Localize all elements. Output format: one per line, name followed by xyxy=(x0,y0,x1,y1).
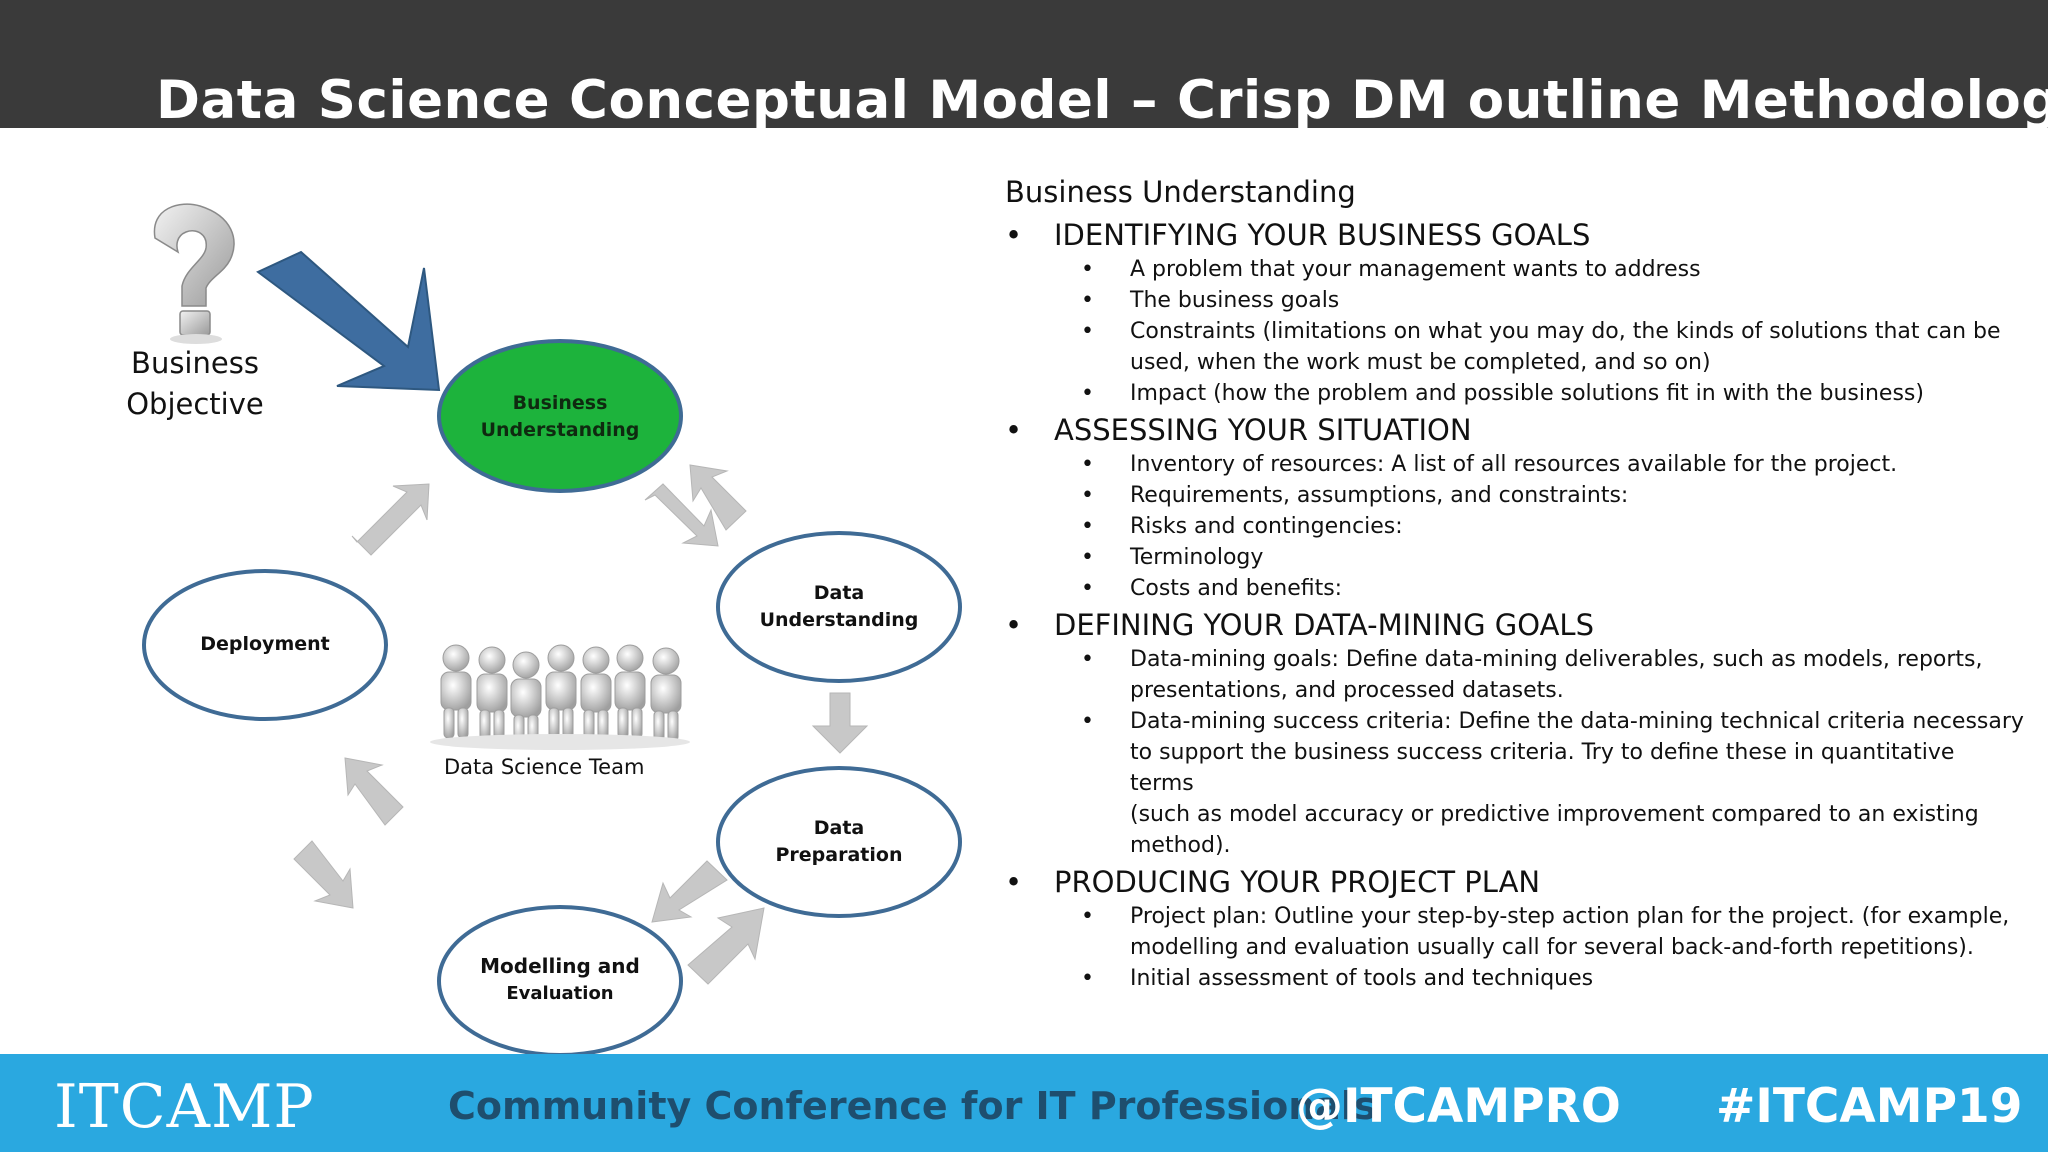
list-item: •Initial assessment of tools and techniq… xyxy=(1005,963,2025,994)
bullet-icon: • xyxy=(1081,904,1094,929)
section-title: ASSESSING YOUR SITUATION xyxy=(1054,413,1472,447)
business-understanding-node xyxy=(437,339,683,493)
modelling-label: Modelling and Evaluation xyxy=(480,954,640,1004)
list-item: •Requirements, assumptions, and constrai… xyxy=(1005,480,2025,511)
list-item: •Costs and benefits: xyxy=(1005,573,2025,604)
content-heading: Business Understanding xyxy=(1005,175,1356,209)
bullet-icon: • xyxy=(1081,576,1094,601)
list-item: •Constraints (limitations on what you ma… xyxy=(1005,316,2025,378)
section-title: IDENTIFYING YOUR BUSINESS GOALS xyxy=(1054,218,1591,252)
data-understanding-node xyxy=(716,531,962,683)
event-hashtag: #ITCAMP19 xyxy=(1716,1079,2023,1134)
arrow-business-down-icon xyxy=(644,483,719,547)
diagram-graphics xyxy=(142,203,962,1057)
section-identifying-goals: • IDENTIFYING YOUR BUSINESS GOALS •A prob… xyxy=(1005,216,2025,409)
arrow-modelling-to-prep-icon xyxy=(687,907,765,985)
list-item: •Impact (how the problem and possible so… xyxy=(1005,378,2025,409)
bullet-icon: • xyxy=(1005,865,1023,899)
big-blue-arrow-icon xyxy=(256,250,441,392)
bullet-icon: • xyxy=(1005,608,1023,642)
data-preparation-node xyxy=(716,766,962,918)
bullet-icon: • xyxy=(1081,483,1094,508)
data-preparation-label: Data Preparation xyxy=(775,817,903,866)
arrow-prep-to-modelling-icon xyxy=(651,860,728,923)
arrow-deploy-to-business-icon xyxy=(351,483,430,556)
business-understanding-label: Business Understanding xyxy=(480,392,640,441)
small-arrows xyxy=(293,464,869,985)
section-title: DEFINING YOUR DATA-MINING GOALS xyxy=(1054,608,1594,642)
section-title: PRODUCING YOUR PROJECT PLAN xyxy=(1054,865,1541,899)
itcamp-logo: ITCAMP xyxy=(54,1072,315,1142)
footer-bar: ITCAMP Community Conference for IT Profe… xyxy=(0,1054,2048,1152)
list-item: •The business goals xyxy=(1005,285,2025,316)
content-panel: Business Understanding • IDENTIFYING YOUR… xyxy=(1005,172,2025,994)
data-understanding-label: Data Understanding xyxy=(759,582,919,631)
bullet-icon: • xyxy=(1005,218,1023,252)
deployment-node xyxy=(142,569,388,721)
arrow-dataund-to-prep-icon xyxy=(811,692,869,754)
question-mark-icon xyxy=(153,203,235,344)
bullet-icon: • xyxy=(1081,647,1094,672)
bullet-icon: • xyxy=(1081,452,1094,477)
bullet-icon: • xyxy=(1081,288,1094,313)
deployment-label: Deployment xyxy=(200,633,330,655)
footer-tagline: Community Conference for IT Professional… xyxy=(448,1084,1377,1128)
bullet-icon: • xyxy=(1081,257,1094,282)
twitter-handle: @ITCAMPRO xyxy=(1296,1079,1621,1134)
slide-title: Data Science Conceptual Model – Crisp DM… xyxy=(156,70,2048,128)
bullet-icon: • xyxy=(1081,966,1094,991)
bullet-icon: • xyxy=(1081,709,1094,734)
bullet-icon: • xyxy=(1005,413,1023,447)
section-project-plan: • PRODUCING YOUR PROJECT PLAN •Project pl… xyxy=(1005,863,2025,994)
business-objective-label: Business Objective xyxy=(126,346,264,421)
bullet-icon: • xyxy=(1081,319,1094,344)
arrow-modelling-up-icon xyxy=(344,757,404,826)
list-item: •A problem that your management wants to… xyxy=(1005,254,2025,285)
list-item: •Data-mining success criteria: Define th… xyxy=(1005,706,2025,861)
list-item: •Data-mining goals: Define data-mining d… xyxy=(1005,644,2025,706)
bullet-icon: • xyxy=(1081,381,1094,406)
team-label: Data Science Team xyxy=(444,755,645,779)
crisp-dm-diagram: Business Objective Business Understandin… xyxy=(0,128,1000,1057)
arrow-deploy-down-icon xyxy=(293,840,354,909)
list-item: •Terminology xyxy=(1005,542,2025,573)
bullet-icon: • xyxy=(1081,514,1094,539)
title-bar: Data Science Conceptual Model – Crisp DM… xyxy=(0,0,2048,128)
list-item: •Risks and contingencies: xyxy=(1005,511,2025,542)
list-item: •Inventory of resources: A list of all r… xyxy=(1005,449,2025,480)
list-item: •Project plan: Outline your step-by-step… xyxy=(1005,901,2025,963)
arrow-dataund-up-icon xyxy=(689,464,747,531)
team-people-icon xyxy=(430,644,690,750)
section-defining-goals: • DEFINING YOUR DATA-MINING GOALS •Data-m… xyxy=(1005,606,2025,861)
bullet-icon: • xyxy=(1081,545,1094,570)
section-assessing-situation: • ASSESSING YOUR SITUATION •Inventory of … xyxy=(1005,411,2025,604)
